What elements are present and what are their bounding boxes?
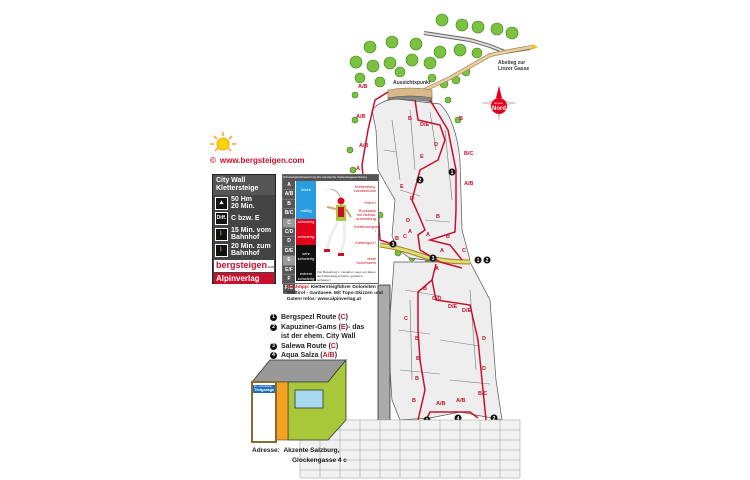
svg-text:B: B bbox=[415, 336, 419, 342]
svg-text:2: 2 bbox=[486, 258, 489, 264]
svg-text:A/B: A/B bbox=[436, 401, 446, 407]
svg-text:A: A bbox=[356, 166, 360, 172]
svg-text:B: B bbox=[446, 234, 450, 240]
svg-text:2: 2 bbox=[419, 178, 422, 184]
address: Adresse: Akzente Salzburg, Glockengasse … bbox=[252, 447, 347, 464]
route-item-3: 3 Salewa Route (C) bbox=[270, 342, 364, 352]
concrete-pillar bbox=[377, 284, 391, 426]
compass-icon: Expos. Nord bbox=[481, 85, 517, 121]
svg-text:A/B: A/B bbox=[359, 143, 369, 149]
grade-column: A A/B B B/C C C/D D D/E E E/F F F/G bbox=[283, 181, 295, 294]
route-item-2-note: ist der ehem. City Wall bbox=[281, 333, 356, 340]
svg-text:A/B: A/B bbox=[358, 84, 368, 90]
svg-text:D/E: D/E bbox=[448, 304, 458, 310]
garage-building bbox=[251, 358, 347, 443]
svg-text:D: D bbox=[406, 218, 410, 224]
hiker-approach-icon: 🚶 bbox=[215, 227, 228, 241]
guidebook-tip: Buchtipp: Klettersteigführer Dolomiten -… bbox=[287, 285, 383, 302]
svg-text:A: A bbox=[426, 232, 430, 238]
svg-text:C/D: C/D bbox=[432, 296, 442, 302]
svg-text:B: B bbox=[416, 356, 420, 362]
grade-footnote: Von Bewertung z. Gesehen, weg vom Eisen … bbox=[317, 270, 376, 282]
viewpoint-label: Aussichtspunkt bbox=[393, 80, 431, 86]
svg-text:D/E: D/E bbox=[420, 122, 430, 128]
svg-text:D/E: D/E bbox=[462, 308, 472, 314]
svg-text:B: B bbox=[412, 398, 416, 404]
band-difficult: schwierig schwierig bbox=[296, 219, 316, 245]
climber-icon: ⛰ bbox=[215, 196, 228, 210]
svg-text:A: A bbox=[435, 266, 439, 272]
svg-text:4: 4 bbox=[457, 416, 460, 422]
svg-text:D: D bbox=[410, 196, 414, 202]
svg-text:Linzer Gasse: Linzer Gasse bbox=[498, 66, 529, 72]
svg-text:Nord: Nord bbox=[492, 106, 506, 112]
svg-text:A/B: A/B bbox=[456, 398, 466, 404]
svg-text:3: 3 bbox=[432, 256, 435, 262]
band-easy: leicht mäßig bbox=[296, 181, 316, 219]
svg-text:3: 3 bbox=[392, 242, 395, 248]
svg-text:A: A bbox=[440, 248, 444, 254]
sun-icon bbox=[210, 132, 236, 154]
svg-text:B: B bbox=[459, 116, 463, 122]
svg-text:A/B: A/B bbox=[464, 181, 474, 187]
svg-text:D: D bbox=[434, 142, 438, 148]
climber-figure-icon bbox=[324, 189, 352, 256]
difficulty-row: Diff. C bzw. E bbox=[213, 211, 275, 226]
svg-text:1: 1 bbox=[477, 258, 480, 264]
bergsteigen-logo: bergsteigen.com bbox=[214, 260, 277, 272]
tour-title: City Wall Klettersteige bbox=[213, 175, 275, 195]
difficulty-icon: Diff. bbox=[215, 212, 228, 225]
svg-text:E: E bbox=[400, 184, 404, 190]
alpinverlag-logo: Alpinverlag bbox=[214, 273, 274, 284]
garage-sign: Zu- und Abgang Tiefgarage bbox=[254, 385, 275, 392]
hiker-return-icon: 🚶 bbox=[215, 243, 228, 257]
svg-text:Expos.: Expos. bbox=[494, 101, 503, 105]
svg-text:Abstieg zur: Abstieg zur bbox=[498, 60, 525, 66]
grade-scale-header: Schwierigkeitsbewertung Die klassische K… bbox=[283, 175, 378, 181]
route-item-2: 2 Kapuziner-Gams (E) - das bbox=[270, 323, 364, 333]
route-item-4: 4 Aqua Salza (A/B) bbox=[270, 351, 364, 361]
band-very-difficult: sehr schwierig extrem schwierig bbox=[296, 245, 316, 281]
svg-text:D: D bbox=[482, 366, 486, 372]
svg-text:C: C bbox=[462, 248, 466, 254]
svg-text:2: 2 bbox=[493, 416, 496, 422]
svg-text:C: C bbox=[404, 316, 408, 322]
svg-text:B: B bbox=[415, 376, 419, 382]
route-legend: 1 Bergspezl Route (C) 2 Kapuziner-Gams (… bbox=[270, 313, 364, 361]
svg-text:D: D bbox=[482, 336, 486, 342]
ground-fence bbox=[299, 419, 521, 479]
svg-text:B/C: B/C bbox=[478, 391, 488, 397]
svg-text:B: B bbox=[423, 286, 427, 292]
svg-text:B: B bbox=[395, 236, 399, 242]
svg-text:B: B bbox=[408, 116, 412, 122]
route-item-1: 1 Bergspezl Route (C) bbox=[270, 313, 364, 323]
svg-text:1: 1 bbox=[451, 170, 454, 176]
svg-text:C: C bbox=[403, 234, 407, 240]
svg-text:A/B: A/B bbox=[356, 114, 366, 120]
svg-text:E: E bbox=[420, 154, 424, 160]
svg-text:A: A bbox=[408, 229, 412, 235]
grade-scale-panel: Schwierigkeitsbewertung Die klassische K… bbox=[282, 174, 379, 294]
svg-text:B/C: B/C bbox=[464, 151, 474, 157]
svg-text:B: B bbox=[436, 214, 440, 220]
website-link[interactable]: ©www.bergsteigen.com bbox=[210, 156, 305, 165]
